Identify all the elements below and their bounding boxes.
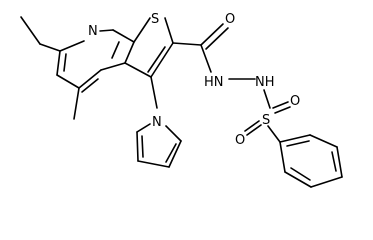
hydrazide-linkage — [228, 78, 271, 109]
sulfonyl-group — [244, 101, 291, 143]
thiophene-ring — [124, 17, 174, 78]
phenyl-ring — [279, 134, 343, 188]
atom-nh-hydrazide: NH — [255, 75, 275, 90]
methyl-groups — [20, 16, 80, 120]
pyrrole-ring — [136, 76, 182, 168]
atom-hn-hydrazide: HN — [204, 75, 224, 90]
atom-o-carbonyl: O — [225, 12, 235, 27]
carbonyl-group — [172, 23, 229, 73]
chemical-structure: N S O HN NH S O O N — [20, 12, 343, 188]
atom-n-pyridine: N — [88, 24, 98, 39]
atom-s-sulfonyl: S — [262, 113, 270, 128]
atom-o-sulfonyl-left: O — [235, 133, 245, 148]
pyridine-ring — [56, 29, 135, 93]
atom-n-pyrrole: N — [152, 115, 162, 130]
atom-s-thiophene: S — [151, 12, 159, 27]
atom-o-sulfonyl-right: O — [290, 94, 300, 109]
